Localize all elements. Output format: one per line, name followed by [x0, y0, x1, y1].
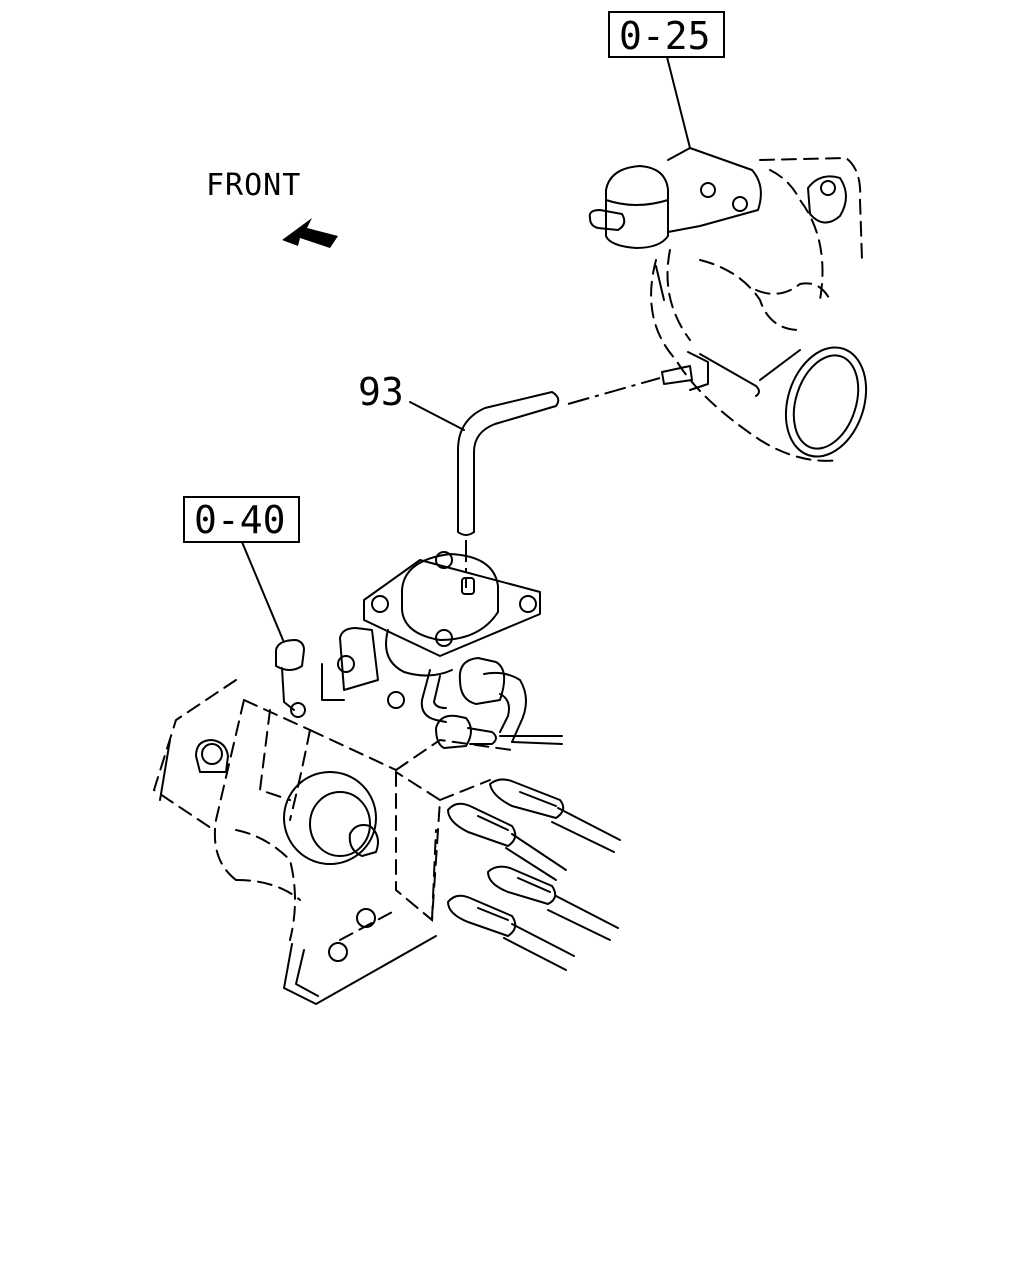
vacuum-hose	[457, 391, 560, 536]
callout-ref-lower[interactable]: 0-40	[183, 496, 300, 543]
front-label: FRONT	[206, 168, 301, 203]
leader-line-hose	[409, 401, 465, 431]
hose-connection-line-upper	[567, 377, 661, 405]
leader-line-lower	[241, 541, 284, 641]
callout-ref-upper-text: 0-25	[619, 14, 711, 58]
leader-line-upper	[666, 56, 691, 149]
injection-pump-assembly	[152, 551, 621, 1005]
part-number-hose: 93	[358, 370, 404, 414]
front-arrow-icon	[282, 218, 338, 248]
callout-ref-lower-text: 0-40	[194, 498, 286, 542]
upper-housing-assembly	[588, 147, 868, 462]
callout-ref-upper[interactable]: 0-25	[608, 11, 725, 58]
